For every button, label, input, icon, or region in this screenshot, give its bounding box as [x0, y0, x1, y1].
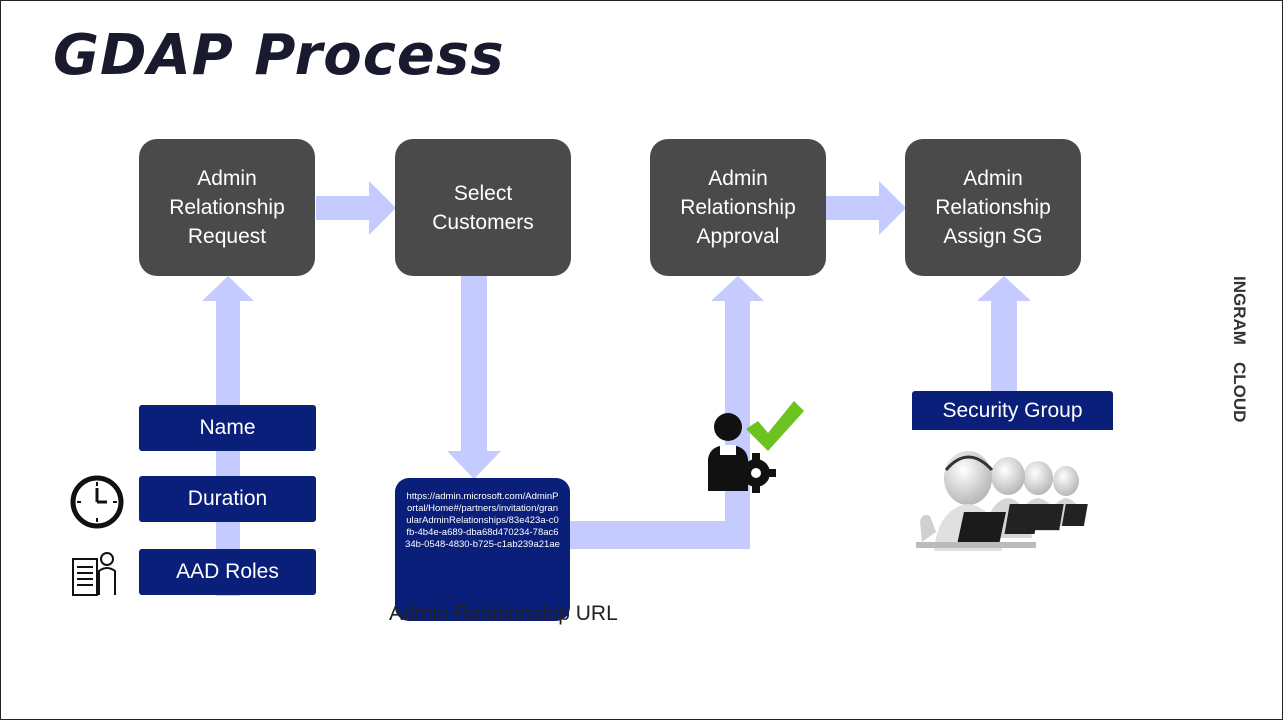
step-select-customers: Select Customers	[395, 139, 571, 276]
ingram-cloud-logo: INGRAM CLOUD	[1230, 276, 1249, 422]
page-title: GDAP Process	[53, 23, 505, 88]
step-admin-relationship-request: Admin Relationship Request	[139, 139, 315, 276]
support-team-icon	[916, 451, 1088, 551]
arrow-request-to-select	[316, 181, 396, 235]
clock-icon	[70, 475, 124, 529]
tag-aad-roles: AAD Roles	[139, 549, 316, 595]
step-admin-relationship-assign-sg: Admin Relationship Assign SG	[905, 139, 1081, 276]
arrow-approval-to-assign	[826, 181, 906, 235]
svg-text:INGRAM: INGRAM	[1230, 276, 1249, 345]
connector-url-to-approval	[570, 276, 764, 549]
tag-duration: Duration	[139, 476, 316, 522]
admin-relationship-url: https://admin.microsoft.com/AdminPortal/…	[395, 478, 570, 621]
tag-name: Name	[139, 405, 316, 451]
svg-text:CLOUD: CLOUD	[1230, 362, 1249, 422]
security-group-label: Security Group	[912, 391, 1113, 430]
step-admin-relationship-approval: Admin Relationship Approval	[650, 139, 826, 276]
user-approval-icon	[708, 401, 804, 493]
url-caption: Admin Relationship URL	[389, 602, 618, 625]
arrow-down-to-url	[447, 276, 501, 479]
arrow-up-to-assign	[977, 276, 1031, 391]
roles-clipboard-icon	[72, 552, 116, 596]
